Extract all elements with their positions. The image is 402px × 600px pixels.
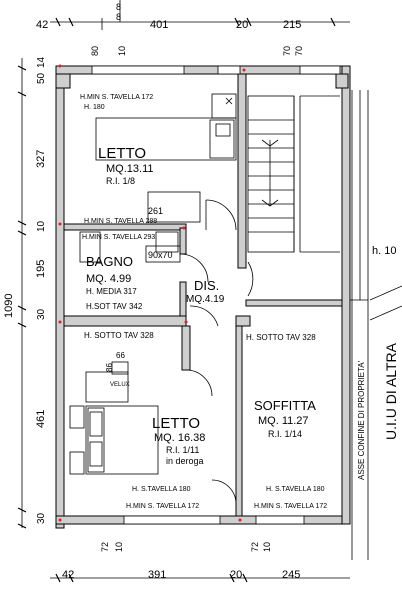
dim-top-3: 20 — [236, 19, 248, 31]
dim-bottom-small-4: 10 — [262, 542, 272, 552]
dis-h-right: H. SOTTO TAV 328 — [246, 333, 316, 342]
soffitta-ri: R.I. 1/14 — [268, 429, 302, 439]
dis-h-left: H. SOTTO TAV 328 — [84, 331, 154, 340]
letto2-name: LETTO — [152, 415, 200, 432]
dim-bottom-4: 245 — [282, 569, 300, 581]
side-h-right: h. 10 — [372, 245, 396, 257]
letto1-door: 261 — [148, 206, 163, 216]
dim-top-small-2: 8 — [116, 12, 121, 22]
dim-left-5: 195 — [35, 260, 47, 278]
dim-bottom-small-3: 72 — [250, 542, 260, 552]
side-altra: U.I.U DI ALTRA — [383, 342, 399, 440]
soffitta-name: SOFFITTA — [254, 398, 316, 413]
dimension-ticks — [17, 17, 336, 583]
dim-top-4: 215 — [283, 19, 301, 31]
dis-area: MQ.4.19 — [186, 294, 225, 305]
bagno-name: BAGNO — [86, 254, 133, 269]
dim-bottom-2: 391 — [148, 569, 166, 581]
dim-left-total: 1090 — [3, 294, 15, 318]
dim-left-4: 10 — [36, 220, 47, 232]
dim-top-1: 42 — [36, 19, 48, 31]
dim-left-7: 461 — [35, 410, 47, 428]
letto2-ri: R.I. 1/11 — [166, 445, 199, 455]
letto1-h-bottom: H.MIN S. TAVELLA 288 — [84, 218, 157, 225]
dim-top-small-3: 80 — [90, 46, 100, 56]
dim-left-1: 50 — [36, 72, 47, 84]
side-confine: ASSE CONFINE DI PROPRIETA' — [357, 360, 366, 480]
bagno-h-media: H. MEDIA 317 — [86, 287, 137, 296]
doors — [179, 199, 254, 505]
dim-left-8: 30 — [36, 512, 47, 524]
dim-bottom-3: 20 — [230, 569, 242, 581]
neighbour-boundary — [350, 90, 402, 560]
grid-markers — [58, 64, 246, 522]
letto2-area: MQ. 16.38 — [154, 432, 205, 444]
dim-top-2: 401 — [150, 19, 168, 31]
staircase — [247, 95, 340, 253]
dim-bottom-small-2: 10 — [114, 542, 124, 552]
letto1-name: LETTO — [98, 145, 146, 162]
letto2-skylight-h: 86 — [105, 363, 114, 372]
dimension-lines — [21, 0, 350, 579]
bagno-h-sot: H.SOT TAV 342 — [86, 302, 143, 311]
dim-bottom-1: 42 — [62, 569, 74, 581]
dim-top-small-1: 8 — [116, 2, 121, 12]
dim-bottom-small-1: 72 — [100, 542, 110, 552]
dim-left-6: 30 — [36, 308, 47, 320]
dim-top-small-4: 10 — [117, 46, 127, 56]
soffitta-h-min: H.MIN S. TAVELLA 172 — [254, 503, 327, 510]
letto1-ri: R.I. 1/8 — [106, 176, 135, 186]
bed-letto-1 — [95, 93, 237, 223]
bathroom-fixtures — [79, 231, 181, 263]
bed-letto-2 — [69, 361, 159, 475]
letto2-h-min: H.MIN S. TAVELLA 172 — [126, 503, 199, 510]
bagno-area: MQ. 4.99 — [86, 273, 131, 285]
dis-name: DIS. — [194, 278, 219, 293]
windows — [91, 65, 341, 525]
bagno-window: 90x70 — [148, 250, 173, 260]
dim-top-small-5: 70 — [282, 46, 292, 56]
letto1-area: MQ.13.11 — [106, 163, 154, 175]
letto2-h-mid: H. S.TAVELLA 180 — [132, 486, 191, 493]
dim-left-3: 327 — [35, 150, 47, 168]
letto2-skylight-w: 66 — [116, 351, 125, 360]
dim-left-2: 14 — [36, 56, 47, 68]
letto2-deroga: in deroga — [166, 456, 204, 466]
letto2-velux: VELUX — [110, 382, 130, 388]
letto1-h-top: H.MIN S. TAVELLA 172 — [80, 94, 153, 101]
bagno-h-top: H.MIN S. TAVELLA 293 — [82, 234, 155, 241]
soffitta-h-mid: H. S.TAVELLA 180 — [266, 486, 325, 493]
letto1-h-max: H. 180 — [84, 104, 105, 111]
soffitta-area: MQ. 11.27 — [258, 415, 309, 427]
dim-top-small-6: 70 — [294, 46, 304, 56]
